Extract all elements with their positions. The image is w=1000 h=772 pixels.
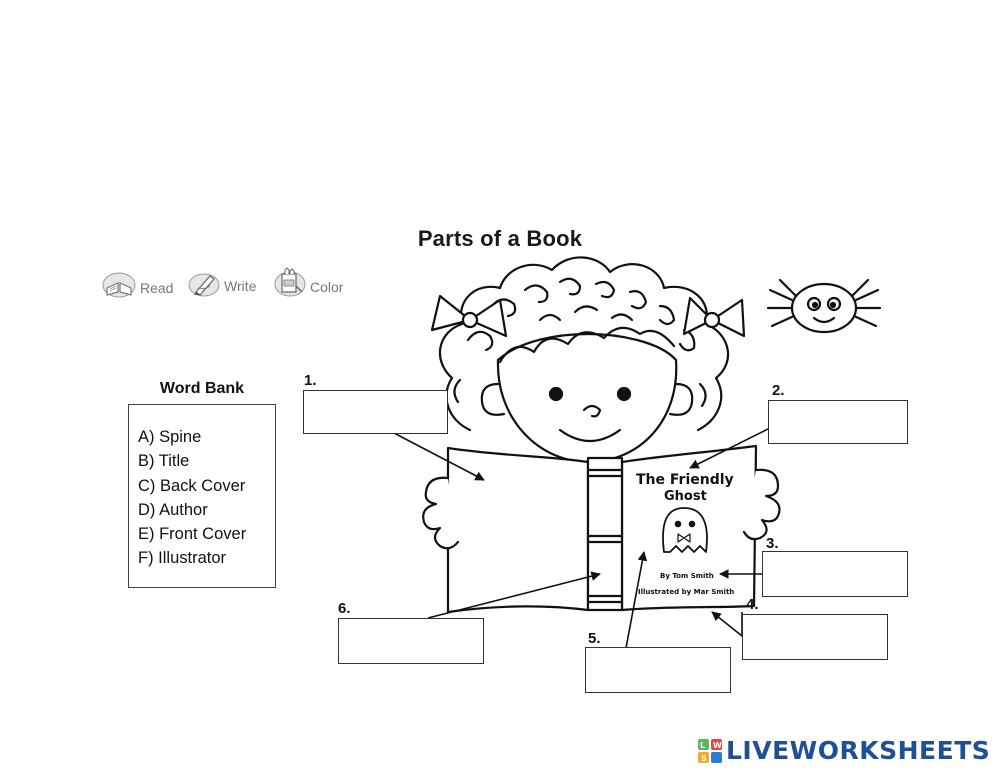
instruction-color-label: Color	[310, 279, 344, 295]
answer-box-1[interactable]	[303, 390, 448, 434]
answer-box-5[interactable]	[585, 647, 731, 693]
svg-text:L: L	[700, 741, 705, 750]
word-bank-item: B) Title	[138, 452, 190, 471]
word-bank-item: E) Front Cover	[138, 525, 247, 544]
liveworksheets-badge-icon: L W S	[698, 738, 722, 763]
word-bank-item: C) Back Cover	[138, 476, 246, 495]
instruction-color: Color	[274, 266, 343, 298]
arrow-5	[625, 551, 648, 649]
pencil-writing-icon	[188, 273, 220, 297]
book-illustrator: Illustrated by Mar Smith	[638, 588, 734, 596]
label-5: 5.	[588, 630, 601, 647]
word-bank-item: A) Spine	[138, 428, 202, 446]
arrow-2	[689, 423, 779, 469]
word-bank-item: F) Illustrator	[138, 549, 227, 568]
label-4: 4.	[746, 596, 759, 613]
svg-text:S: S	[701, 754, 707, 763]
answer-box-3[interactable]	[762, 551, 908, 597]
crayon-box-icon	[274, 267, 306, 297]
word-bank: A) Spine B) Title C) Back Cover D) Autho…	[128, 404, 276, 588]
open-book-icon	[102, 272, 136, 298]
answer-box-2[interactable]	[768, 400, 908, 444]
label-1: 1.	[304, 372, 317, 389]
word-bank-heading: Word Bank	[159, 380, 245, 397]
book-title-line2: Ghost	[664, 489, 707, 504]
answer-box-6[interactable]	[338, 618, 484, 664]
liveworksheets-wordmark: LIVEWORKSHEETS	[726, 736, 991, 765]
instruction-read: Read	[102, 268, 173, 298]
answer-box-4[interactable]	[742, 614, 888, 660]
label-2: 2.	[772, 382, 785, 399]
liveworksheets-logo[interactable]: L W S LIVEWORKSHEETS	[698, 736, 990, 765]
arrow-1	[391, 431, 485, 481]
label-3: 3.	[766, 535, 779, 552]
word-bank-item: D) Author	[138, 500, 208, 519]
arrow-6	[427, 571, 601, 619]
instruction-write-label: Write	[224, 278, 257, 294]
instruction-read-label: Read	[140, 280, 174, 296]
book-title-line1: The Friendly	[636, 472, 734, 488]
worksheet-title: Parts of a Book	[417, 226, 583, 251]
label-6: 6.	[338, 600, 351, 617]
instruction-write: Write	[188, 268, 256, 298]
arrow-4	[711, 611, 743, 638]
book-author: By Tom Smith	[660, 572, 714, 580]
svg-text:W: W	[713, 741, 722, 750]
instruction-row: Read Write Color	[100, 266, 360, 302]
